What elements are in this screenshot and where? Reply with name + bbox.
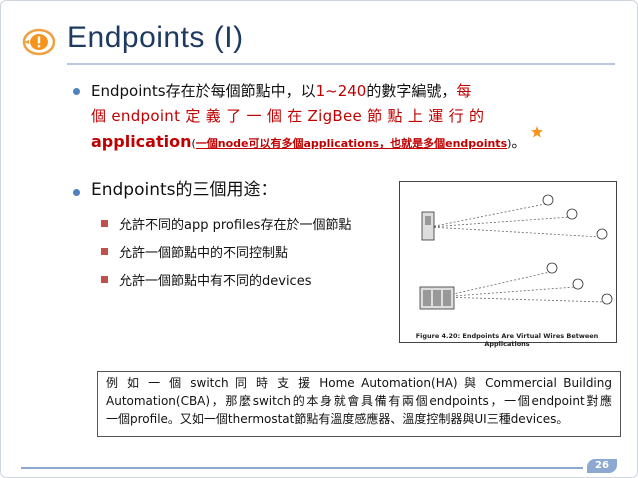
figure-caption: Figure 4.20: Endpoints Are Virtual Wires… [415,332,599,348]
sentence-end: 。 [511,133,527,151]
application-term: application [91,132,192,151]
bullet-1-line-2: 個 endpoint 定 義 了 一 個 在 ZigBee 節 點 上 運 行 … [91,107,485,125]
sub-bullet-2: 允許一個節點中的不同控制點 [119,246,289,261]
example-note: 例 如 一 個 switch 同 時 支 援 Home Automation(H… [97,371,621,437]
endpoints-figure [399,181,617,343]
bullet-1-line-3: application(一個node可以有多個applications，也就是多… [91,130,603,156]
bullet-dot-1 [73,88,80,95]
bullet-1-text-b: 的數字編號， [366,82,457,100]
page-title: Endpoints (I) [67,21,244,54]
page-number: 26 [587,459,617,473]
endpoint-explanation: 一個node可以有多個applications，也就是多個endpoints [195,137,508,150]
sub-bullet-marker-2 [101,248,108,255]
bullet-1-text-red: 每 [456,82,472,100]
endpoint-range: 1~240 [315,82,367,100]
paren-close: ) [507,137,512,150]
warning-badge-icon [22,28,55,56]
sub-bullet-marker-3 [101,276,108,283]
footer-divider [21,467,583,469]
note-line-2: Automation(CBA)，那麼switch的本身就會具備有兩個endpoi… [106,394,612,408]
bullet-1-text-a: Endpoints存在於每個節點中，以 [91,82,316,100]
bullet-1-line-1: Endpoints存在於每個節點中，以1~240的數字編號，每 [91,79,603,103]
note-line-3: 一個profile。又如一個thermostat節點有溫度感應器、溫度控制器與U… [106,412,569,426]
sub-bullet-marker-1 [101,220,108,227]
star-icon [531,126,543,138]
bullet-dot-2 [73,189,80,196]
title-divider [67,63,615,65]
paren-open: ( [191,137,196,150]
endpoints-diagram [419,194,613,310]
note-line-1: 例 如 一 個 switch 同 時 支 援 Home Automation(H… [106,376,612,390]
sub-bullet-3: 允許一個節點中有不同的devices [119,274,312,289]
sub-bullet-1: 允許不同的app profiles存在於一個節點 [119,218,352,233]
bullet-2-heading: Endpoints的三個用途： [91,180,278,200]
